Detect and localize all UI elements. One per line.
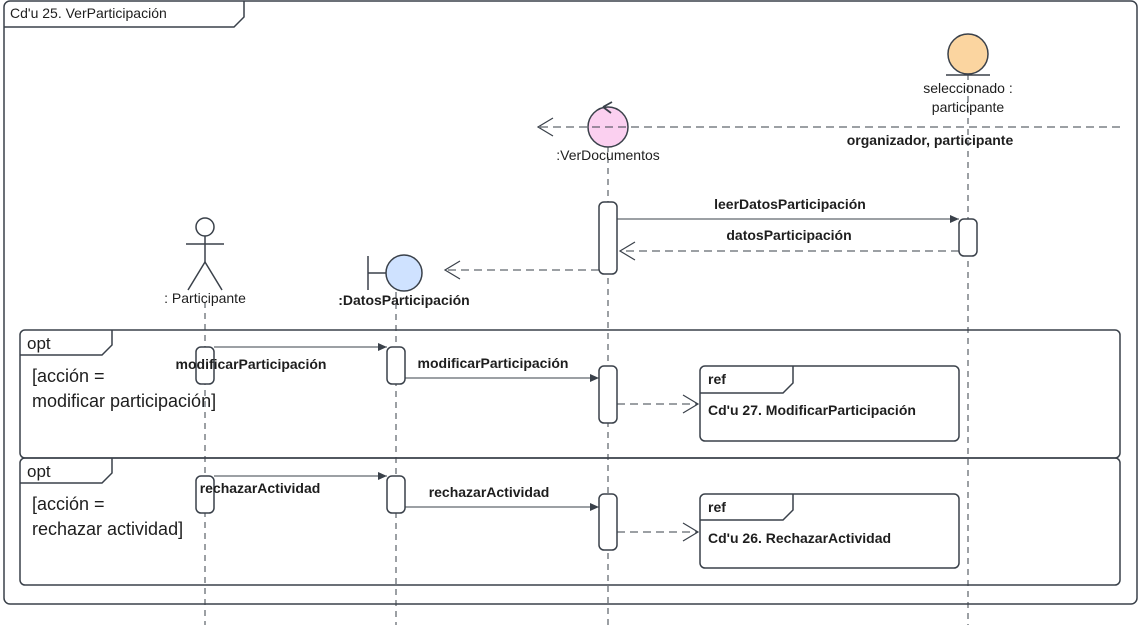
frame-title: Cd'u 25. VerParticipación — [10, 5, 167, 21]
boundary-icon — [367, 254, 423, 292]
ref-box-1-tag: ref — [708, 371, 726, 387]
activation-datos-1 — [386, 346, 406, 385]
fragment-opt-1-guard-2: modificar participación] — [32, 391, 216, 411]
entity-icon — [946, 33, 990, 76]
ref-box-1-text: Cd'u 27. ModificarParticipación — [708, 402, 916, 418]
fragment-opt-2-tab — [20, 458, 113, 484]
lifeline-label-participante: : Participante — [164, 290, 246, 306]
ref-box-2 — [699, 493, 960, 569]
activation-participante-1 — [195, 346, 215, 385]
fragment-opt-1-operator: opt — [27, 334, 51, 353]
fragment-opt-2-operator: opt — [27, 462, 51, 481]
ref-box-2-tag: ref — [708, 499, 726, 515]
message-label-leer: leerDatosParticipación — [714, 196, 866, 212]
ref-box-2-tab — [700, 494, 794, 521]
activation-ver-1 — [598, 201, 618, 275]
fragment-opt-1-guard-1: [acción = — [32, 366, 105, 386]
message-label-datos-return: datosParticipación — [726, 227, 851, 243]
actor-icon — [186, 217, 224, 291]
diagram-frame — [3, 0, 1138, 605]
ref-box-1 — [699, 365, 960, 442]
ref-box-2-text: Cd'u 26. RechazarActividad — [708, 530, 891, 546]
lifeline-label-seleccionado-2: participante — [932, 99, 1005, 115]
message-label-rech2: rechazarActividad — [429, 484, 550, 500]
message-label-mod1: modificarParticipación — [176, 356, 327, 372]
activation-ver-2 — [598, 365, 618, 424]
fragment-opt-2 — [19, 457, 1121, 586]
frame-title-tab — [4, 1, 245, 28]
message-label-rech1: rechazarActividad — [200, 480, 321, 496]
lifeline-label-seleccionado-1: seleccionado : — [923, 80, 1013, 96]
activation-participante-2 — [195, 475, 215, 514]
fragment-opt-1-tab — [20, 330, 113, 356]
activation-seleccionado — [958, 218, 978, 257]
message-label-roles: organizador, participante — [847, 132, 1014, 148]
lifeline-label-datos: :DatosParticipación — [338, 292, 469, 308]
activation-ver-3 — [598, 493, 618, 551]
fragment-opt-2-guard-1: [acción = — [32, 494, 105, 514]
lifeline-label-ver: :VerDocumentos — [556, 147, 660, 163]
message-label-mod2: modificarParticipación — [418, 355, 569, 371]
fragment-opt-2-guard-2: rechazar actividad] — [32, 519, 183, 539]
activation-datos-2 — [386, 475, 406, 514]
control-icon — [587, 101, 629, 148]
ref-box-1-tab — [700, 366, 794, 394]
